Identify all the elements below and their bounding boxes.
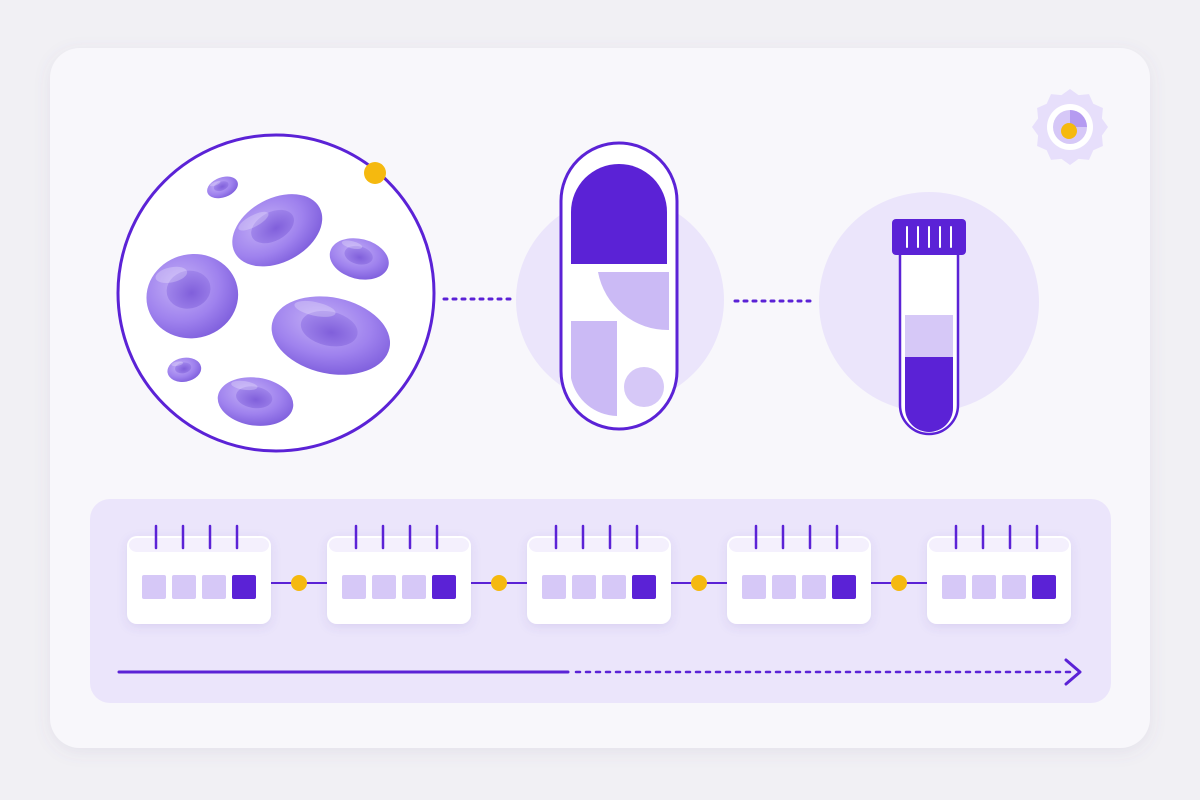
calendar-slot: [802, 575, 826, 599]
calendar-header: [529, 538, 669, 552]
calendar-icon: [727, 524, 871, 624]
capsule-dot-shape: [624, 367, 664, 407]
calendar-slot: [172, 575, 196, 599]
calendar-slot-highlighted: [1032, 575, 1056, 599]
calendar-slot: [602, 575, 626, 599]
blood-cell: [232, 194, 323, 267]
timeline-dot: [291, 575, 307, 591]
calendar-slot: [572, 575, 596, 599]
calendar-slot-highlighted: [432, 575, 456, 599]
capsule-top-half: [571, 164, 667, 264]
calendar-icon: [527, 524, 671, 624]
capsule-pill-icon: [516, 141, 724, 431]
calendar-slot: [772, 575, 796, 599]
calendar-icon: [927, 524, 1071, 624]
calendar-header: [929, 538, 1069, 552]
calendar-card: [927, 536, 1071, 624]
calendar-slot: [1002, 575, 1026, 599]
tube-cap-ridges: [906, 226, 952, 248]
capsule-block-shape: [571, 321, 617, 416]
blood-cell: [217, 377, 294, 426]
calendar-icon: [127, 524, 271, 624]
red-blood-cells-icon: [116, 133, 436, 453]
blood-cell: [167, 357, 202, 382]
badge-pie-slice: [1070, 110, 1087, 127]
tube-upper-layer: [905, 315, 953, 357]
calendar-slot: [942, 575, 966, 599]
timeline-dot: [891, 575, 907, 591]
calendar-card: [127, 536, 271, 624]
calendar-slot-highlighted: [232, 575, 256, 599]
calendar-card: [527, 536, 671, 624]
blood-cell: [271, 296, 391, 375]
calendar-slot-highlighted: [832, 575, 856, 599]
calendar-slot: [202, 575, 226, 599]
calendar-slot: [402, 575, 426, 599]
blood-cell: [146, 253, 239, 339]
calendar-slot: [742, 575, 766, 599]
capsule-quarter-shape: [598, 272, 669, 331]
tube-liquid: [905, 357, 953, 432]
timeline-dot: [491, 575, 507, 591]
blood-cell: [207, 176, 238, 199]
arrow-right-icon: [117, 658, 1082, 686]
calendar-slot: [372, 575, 396, 599]
blood-test-tube-icon: [819, 192, 1039, 436]
cells-circle-dot: [364, 162, 386, 184]
timeline-dot: [691, 575, 707, 591]
calendar-icon: [327, 524, 471, 624]
calendar-slot: [972, 575, 996, 599]
cells-group: [146, 176, 391, 426]
calendar-card: [327, 536, 471, 624]
calendar-slot: [542, 575, 566, 599]
calendar-slot-highlighted: [632, 575, 656, 599]
calendar-header: [329, 538, 469, 552]
calendar-slot: [142, 575, 166, 599]
calendar-slot: [342, 575, 366, 599]
blood-cell: [329, 238, 389, 280]
pie-chart-badge-icon: [1032, 89, 1108, 165]
calendar-card: [727, 536, 871, 624]
arrow-head: [1064, 658, 1082, 686]
calendar-header: [729, 538, 869, 552]
badge-dot: [1061, 123, 1077, 139]
calendar-header: [129, 538, 269, 552]
timeline: [127, 524, 1071, 624]
